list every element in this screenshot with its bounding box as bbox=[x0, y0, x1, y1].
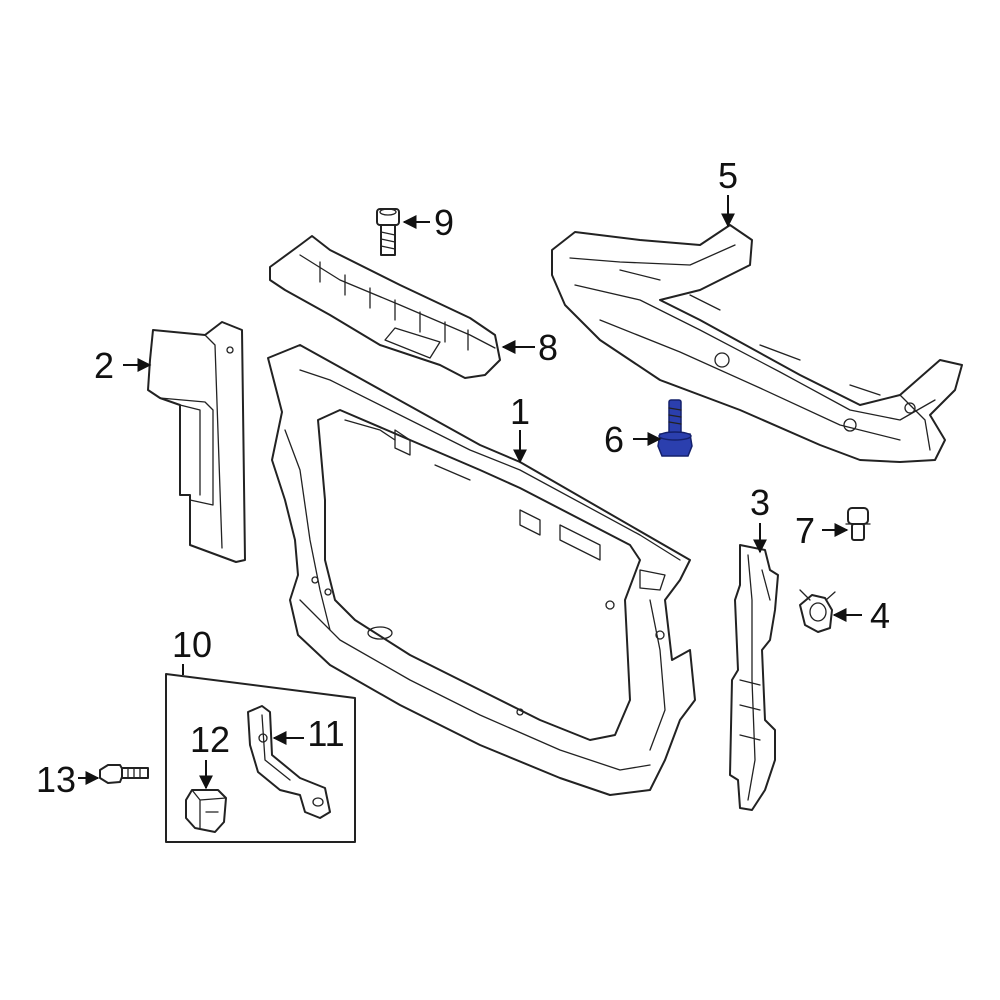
callout-6: 6 bbox=[604, 419, 624, 460]
callout-labels: 1 2 3 4 5 6 7 8 9 10 11 12 13 bbox=[36, 155, 890, 800]
bolt-9-part bbox=[376, 208, 400, 256]
bolt-6-highlighted-part bbox=[657, 399, 693, 457]
callout-1: 1 bbox=[510, 391, 530, 432]
bracket-11-part bbox=[247, 705, 331, 819]
clip-nut-12-part bbox=[185, 789, 227, 833]
callout-12: 12 bbox=[190, 719, 230, 760]
callout-10: 10 bbox=[172, 624, 212, 665]
leader-lines bbox=[78, 195, 862, 790]
callout-3: 3 bbox=[750, 482, 770, 523]
side-deflector-part bbox=[147, 321, 246, 563]
callout-7: 7 bbox=[795, 510, 815, 551]
callout-4: 4 bbox=[870, 595, 890, 636]
callout-9: 9 bbox=[434, 202, 454, 243]
callout-8: 8 bbox=[538, 327, 558, 368]
callout-11: 11 bbox=[307, 713, 344, 754]
callout-5: 5 bbox=[718, 155, 738, 196]
radiator-support-part bbox=[267, 344, 696, 796]
callout-13: 13 bbox=[36, 759, 76, 800]
bolt-13-part bbox=[99, 764, 149, 784]
upper-cover-part bbox=[269, 235, 501, 379]
callout-2: 2 bbox=[94, 345, 114, 386]
splash-shield-part bbox=[551, 224, 963, 463]
push-clip-4-part bbox=[799, 589, 836, 633]
clip-7-part bbox=[845, 507, 871, 541]
right-deflector-part bbox=[729, 544, 779, 811]
